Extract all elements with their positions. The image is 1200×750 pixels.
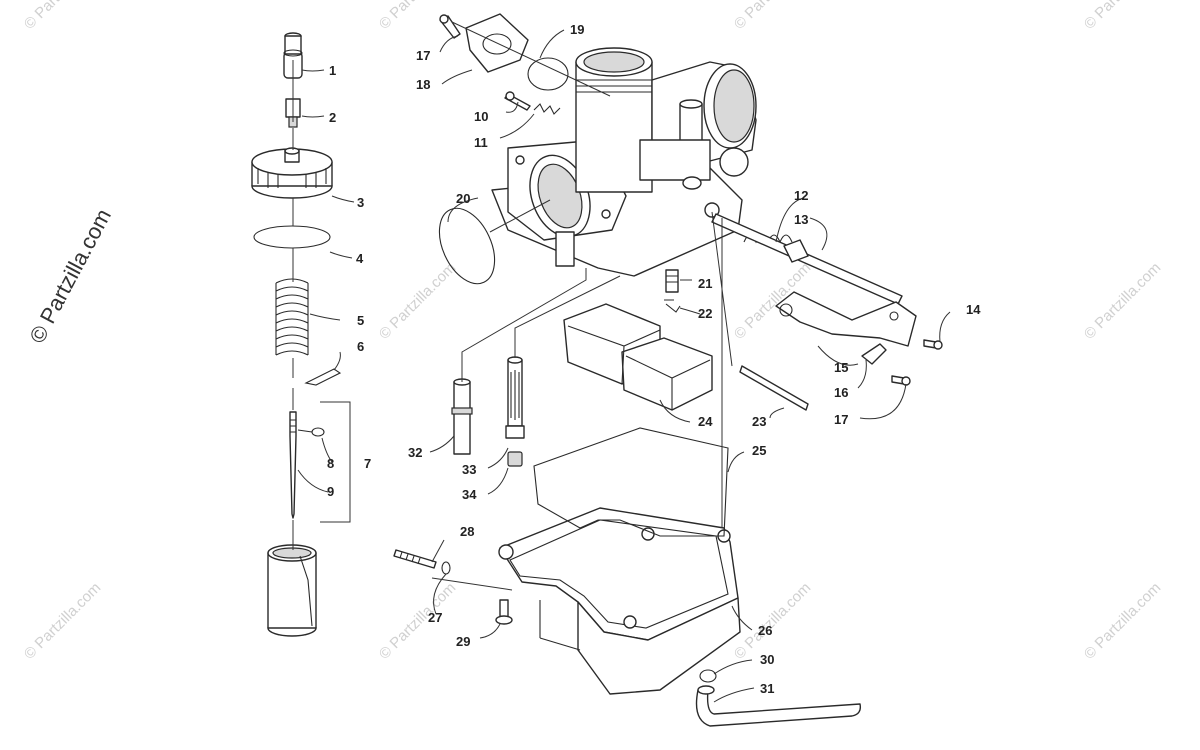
watermark-tile: © Partzilla.com (1081, 0, 1164, 33)
callout-11: 11 (474, 135, 488, 150)
part-throttle-collar (783, 239, 809, 263)
part-throat-cover-screw (439, 14, 461, 39)
part-throat-o-ring (527, 57, 569, 91)
part-drain-screw (393, 549, 437, 569)
watermark-tile: © Partzilla.com (1081, 259, 1164, 342)
watermark-tile: © Partzilla.com (376, 259, 459, 342)
part-throttle-slide (267, 544, 317, 637)
part-float-bowl-gasket (533, 427, 729, 537)
callout-12: 12 (794, 188, 808, 203)
callout-16: 16 (834, 385, 848, 400)
callout-27: 27 (428, 610, 442, 625)
part-bowl-screw (495, 599, 513, 625)
part-main-jet (507, 451, 523, 467)
callout-18: 18 (416, 77, 430, 92)
part-float (563, 303, 713, 411)
part-throttle-shaft (711, 213, 903, 305)
leader-lines (292, 21, 951, 703)
brand-watermark: © Partzilla.com (24, 205, 116, 348)
part-idle-screw-spring (533, 103, 561, 115)
callout-29: 29 (456, 634, 470, 649)
callout-17-top: 17 (416, 48, 430, 63)
part-lever-screw-14 (923, 339, 943, 350)
callout-26: 26 (758, 623, 772, 638)
part-drain-hose (695, 685, 862, 727)
part-pilot-jet (665, 269, 679, 293)
callout-1: 1 (329, 63, 336, 78)
callout-22: 22 (698, 306, 712, 321)
callout-8: 8 (327, 456, 334, 471)
watermark-tile: © Partzilla.com (1081, 579, 1164, 662)
watermark-tile: © Partzilla.com (21, 579, 104, 662)
callout-9: 9 (327, 484, 334, 499)
callout-20: 20 (456, 191, 470, 206)
callout-14: 14 (966, 302, 981, 317)
callout-21: 21 (698, 276, 712, 291)
callout-17-right: 17 (834, 412, 848, 427)
callout-31: 31 (760, 681, 774, 696)
callout-5: 5 (357, 313, 364, 328)
part-carburetor-body (491, 47, 757, 277)
callout-15: 15 (834, 360, 848, 375)
part-slide-spring (275, 278, 309, 356)
part-cap-o-ring (253, 225, 331, 249)
part-lever-screw-17 (891, 375, 911, 386)
callout-25: 25 (752, 443, 766, 458)
callout-33: 33 (462, 462, 476, 477)
part-lever-link (861, 343, 887, 365)
callout-3: 3 (357, 195, 364, 210)
part-main-nozzle (451, 378, 473, 455)
callout-32: 32 (408, 445, 422, 460)
callout-10: 10 (474, 109, 488, 124)
callout-28: 28 (460, 524, 474, 539)
part-drain-screw-o-ring (441, 561, 451, 575)
part-needle-e-clip (297, 427, 325, 437)
part-jet-needle (289, 411, 297, 519)
part-needle-clip-retainer (304, 368, 342, 386)
part-idle-screw (504, 91, 531, 111)
callout-2: 2 (329, 110, 336, 125)
callout-19: 19 (570, 22, 584, 37)
part-needle-jet (505, 356, 525, 439)
part-float-bowl (498, 507, 741, 695)
watermark-tile: © Partzilla.com (731, 579, 814, 662)
callout-23: 23 (752, 414, 766, 429)
watermark-tile: © Partzilla.com (731, 0, 814, 33)
callout-labels: 1 2 3 4 5 6 7 8 9 10 11 12 13 14 15 16 1… (327, 22, 981, 696)
part-carb-top-cap (251, 147, 333, 199)
callout-30: 30 (760, 652, 774, 667)
part-hose-clamp (699, 669, 717, 683)
dashed-assembly-lines (461, 211, 733, 528)
callout-6: 6 (357, 339, 364, 354)
part-float-needle-clip (664, 299, 681, 313)
callout-4: 4 (356, 251, 364, 266)
part-flange-o-ring (438, 207, 496, 285)
callout-24: 24 (698, 414, 713, 429)
callout-34: 34 (462, 487, 477, 502)
part-float-pin (739, 365, 809, 411)
watermark-tile: © Partzilla.com (376, 579, 459, 662)
watermark-tile: © Partzilla.com (21, 0, 104, 33)
bracket-7 (320, 401, 351, 523)
callout-13: 13 (794, 212, 808, 227)
part-throttle-lever (775, 291, 917, 347)
callout-7: 7 (364, 456, 371, 471)
